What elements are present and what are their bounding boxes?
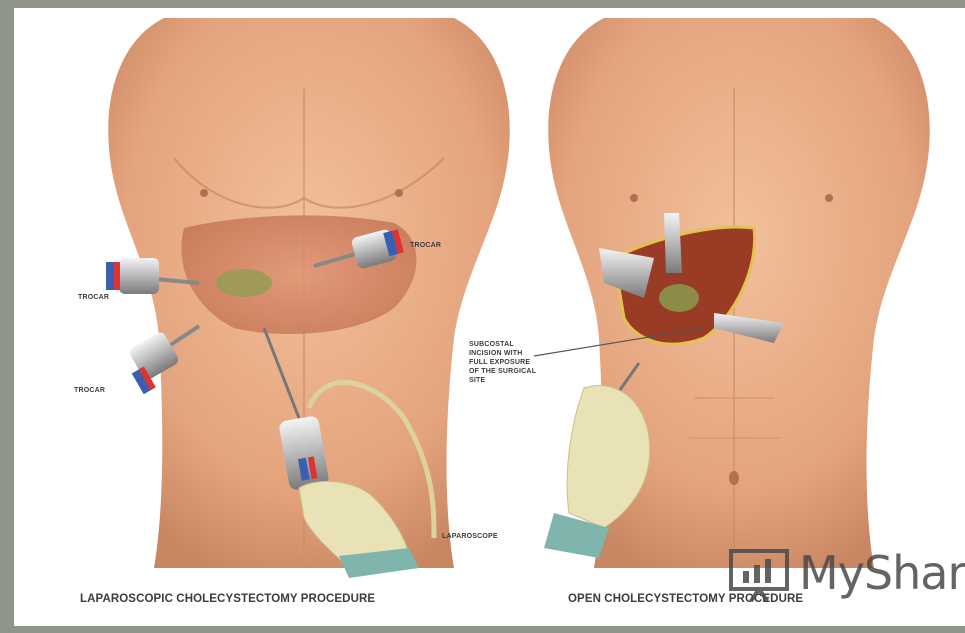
label-subcostal-incision: SUBCOSTAL INCISION WITH FULL EXPOSURE OF… bbox=[469, 340, 536, 385]
label-trocar-lower-left: TROCAR bbox=[74, 387, 105, 394]
watermark: MyShar bbox=[727, 538, 965, 608]
watermark-text: MyShar bbox=[799, 546, 965, 600]
caption-laparoscopic: LAPAROSCOPIC CHOLECYSTECTOMY PROCEDURE bbox=[80, 593, 375, 605]
gallbladder bbox=[216, 269, 272, 297]
label-laparoscope: LAPAROSCOPE bbox=[442, 533, 498, 540]
gallbladder-open bbox=[659, 284, 699, 312]
medical-illustration: TROCAR TROCAR TROCAR LAPAROSCOPE SUBCOST… bbox=[14, 8, 965, 626]
presentation-chart-icon bbox=[727, 543, 795, 603]
label-trocar-left: TROCAR bbox=[78, 294, 109, 301]
label-trocar-upper-right: TROCAR bbox=[410, 242, 441, 249]
